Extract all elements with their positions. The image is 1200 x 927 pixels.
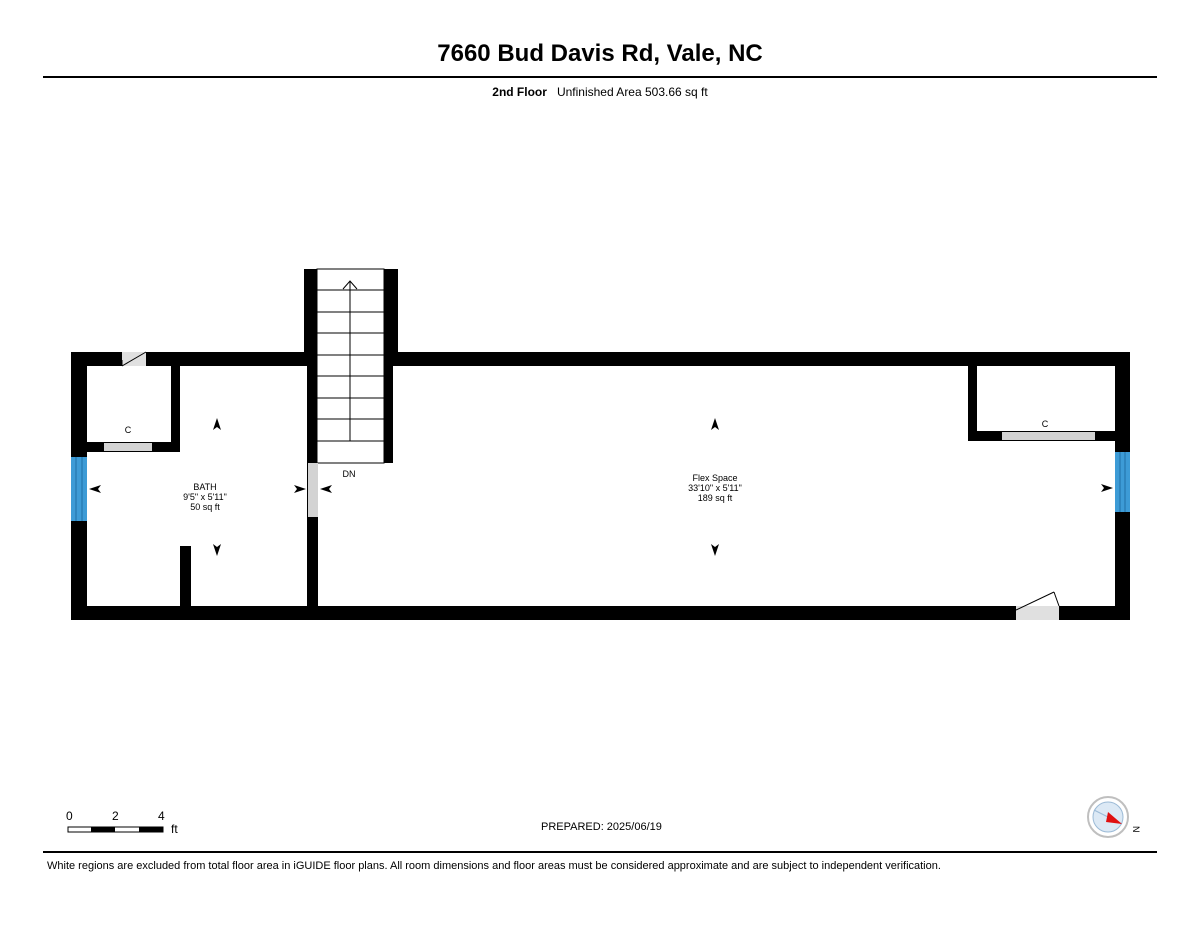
scale-tick-2: 2 — [112, 809, 119, 823]
dimension-arrows — [89, 418, 1113, 556]
closet-right-label: C — [1042, 419, 1049, 429]
scale-bar — [67, 826, 164, 833]
compass-north-label: N — [1131, 826, 1141, 833]
area-text: Unfinished Area 503.66 sq ft — [556, 85, 708, 99]
arrow-up-icon — [711, 418, 719, 430]
scale-tick-0: 0 — [66, 809, 73, 823]
arrow-down-icon — [711, 544, 719, 556]
bath-name: BATH — [193, 482, 216, 492]
closet-right-door — [1002, 432, 1095, 440]
walls — [71, 269, 1130, 620]
staircase — [316, 268, 385, 464]
bath-area: 50 sq ft — [190, 502, 220, 512]
bottom-divider — [43, 851, 1157, 853]
arrow-right-icon — [294, 485, 306, 493]
stair-arrow-icon — [342, 280, 358, 290]
plan-title: 7660 Bud Davis Rd, Vale, NC — [437, 40, 763, 67]
window-left — [71, 457, 87, 521]
flex-dims: 33'10" x 5'11" — [688, 483, 742, 493]
arrow-left-icon — [320, 485, 332, 493]
bath-doorway — [308, 463, 318, 517]
arrow-right-icon — [1101, 484, 1113, 492]
top-divider — [43, 76, 1157, 78]
stairs-label: DN — [343, 469, 356, 479]
disclaimer-text: White regions are excluded from total fl… — [47, 860, 941, 872]
compass-icon — [1087, 796, 1129, 838]
flex-area: 189 sq ft — [698, 493, 733, 503]
closet-left-door — [104, 443, 152, 451]
arrow-up-icon — [213, 418, 221, 430]
scale-unit: ft — [171, 822, 178, 836]
arrow-left-icon — [89, 485, 101, 493]
prepared-date: PREPARED: 2025/06/19 — [541, 821, 662, 833]
scale-tick-4: 4 — [158, 809, 165, 823]
arrow-down-icon — [213, 544, 221, 556]
closet-left-label: C — [125, 425, 132, 435]
flex-name: Flex Space — [692, 473, 737, 483]
floor-label: 2nd Floor — [492, 85, 547, 99]
window-right — [1115, 452, 1130, 512]
floor-subtitle: 2nd Floor Unfinished Area 503.66 sq ft — [0, 85, 1200, 99]
entry-door — [1016, 606, 1059, 620]
bath-dims: 9'5" x 5'11" — [183, 492, 227, 502]
